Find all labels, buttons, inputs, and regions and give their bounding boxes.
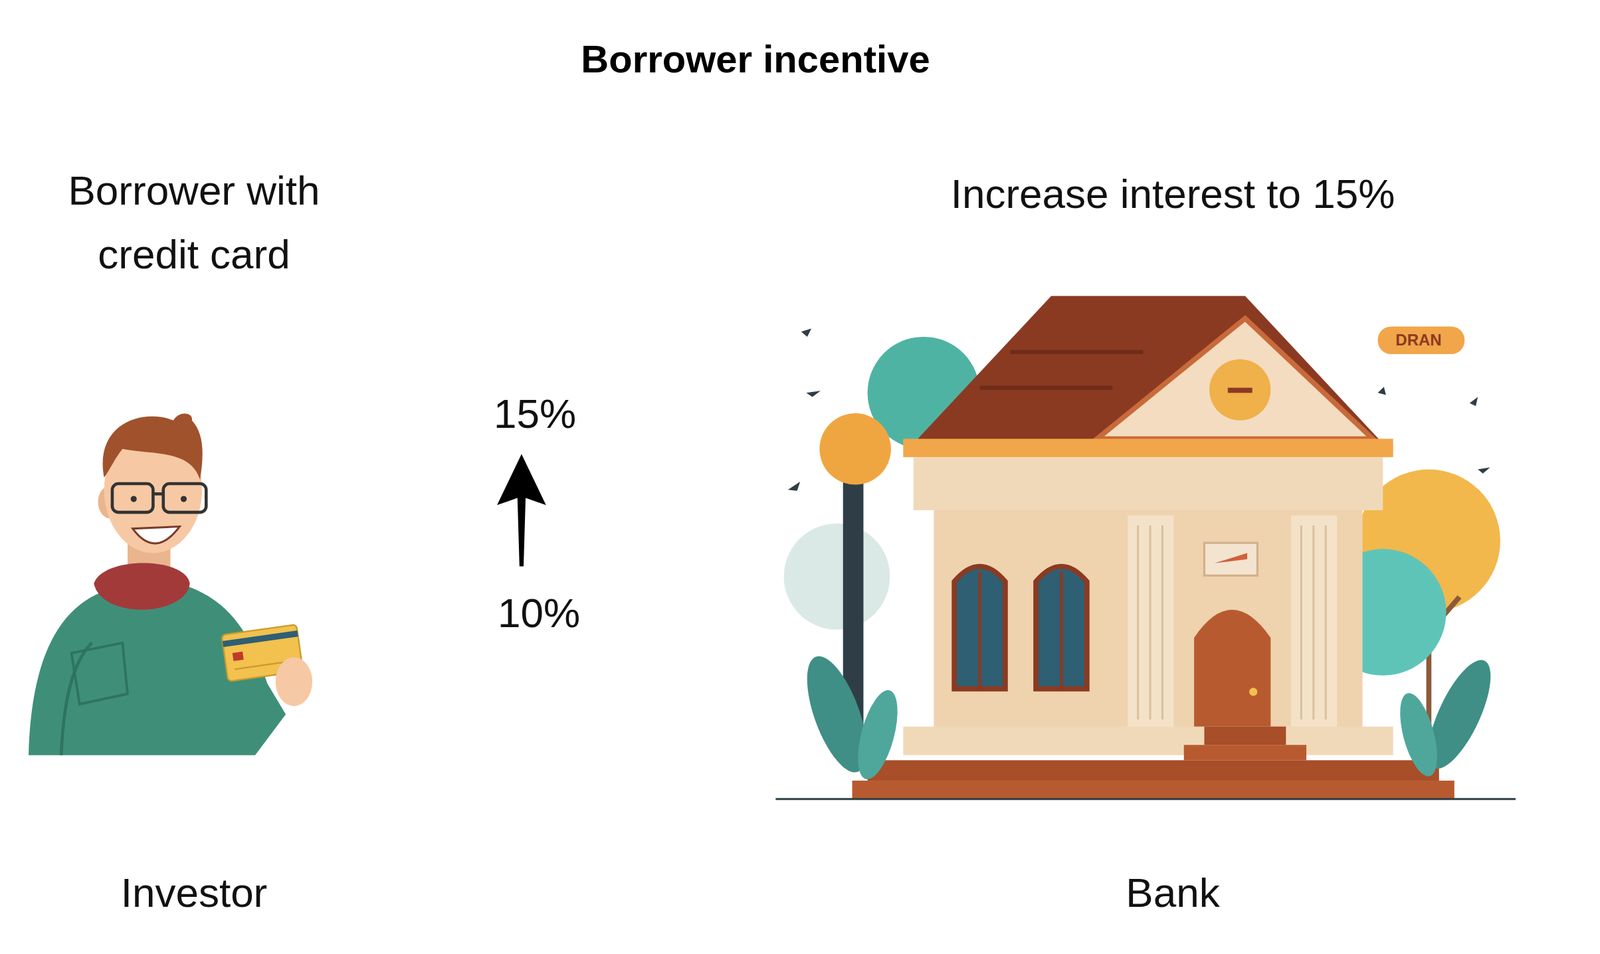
node-caption: Bank: [1125, 861, 1220, 925]
rate-label: 10%: [497, 589, 581, 637]
diagram-title: Borrower incentive: [580, 35, 930, 84]
node-heading: Borrower with credit card: [37, 158, 351, 287]
borrower-figure-node: Borrower with credit cardInvestor: [17, 158, 371, 925]
sign-text: DRAN: [1395, 330, 1442, 350]
borrower-figure: [28, 413, 313, 755]
up-arrow: [497, 454, 547, 567]
bank-building: [775, 295, 1516, 799]
node-heading: Increase interest to 15%: [950, 162, 1396, 226]
rate-label: 15%: [493, 390, 577, 438]
node-caption: Investor: [120, 861, 268, 925]
bank-node: Increase interest to 15% Bank: [853, 162, 1492, 925]
